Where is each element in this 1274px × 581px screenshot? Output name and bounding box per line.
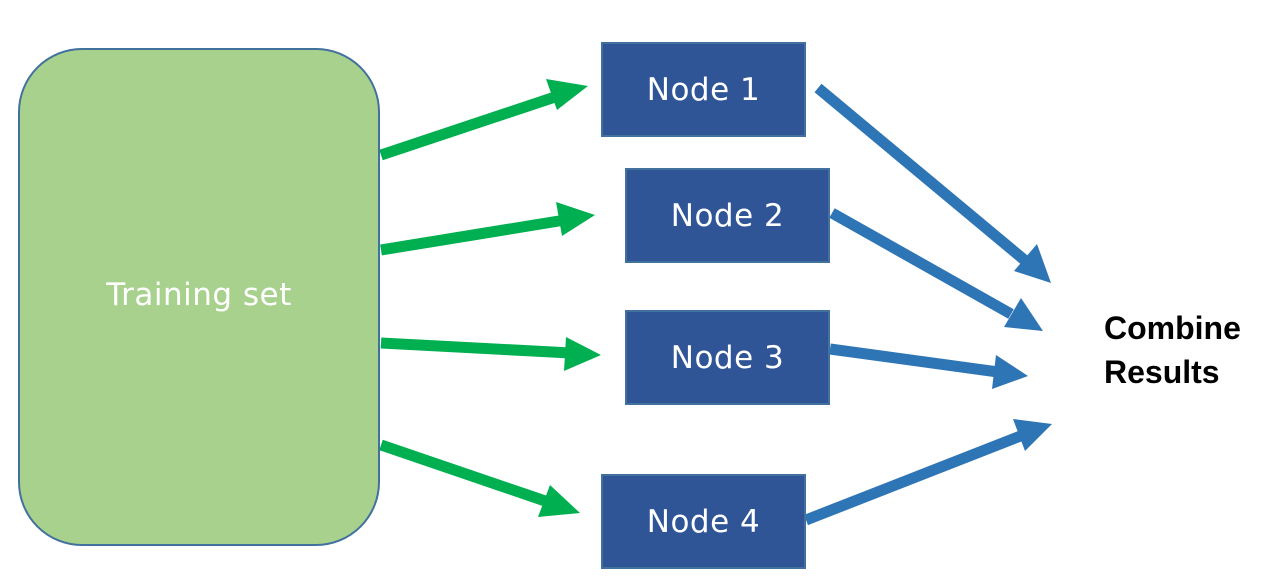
arrow-from-node-2 — [829, 208, 1014, 319]
arrow-to-node-4 — [379, 439, 553, 509]
output-arrows — [803, 83, 1052, 526]
node-2-label: Node 2 — [670, 197, 785, 234]
training-set-box: Training set — [18, 48, 380, 546]
arrowhead-node-3 — [564, 337, 601, 371]
node-4-box: Node 4 — [601, 474, 806, 569]
arrow-to-node-3 — [380, 337, 572, 359]
arrowhead-node-1 — [546, 79, 588, 110]
combine-results-label: Combine Results — [1104, 306, 1241, 394]
input-arrows — [379, 79, 601, 517]
arrow-to-node-1 — [379, 90, 560, 161]
arrow-from-node-3 — [829, 343, 999, 378]
training-set-label: Training set — [106, 277, 292, 313]
arrowhead-from-node-4 — [1013, 419, 1052, 451]
node-2-box: Node 2 — [625, 168, 830, 263]
arrow-from-node-4 — [803, 429, 1026, 526]
combine-line-1: Combine — [1104, 310, 1241, 346]
node-3-box: Node 3 — [625, 310, 830, 405]
arrowhead-from-node-1 — [1014, 244, 1051, 283]
arrow-from-node-1 — [814, 83, 1032, 268]
node-1-box: Node 1 — [601, 42, 806, 137]
arrow-to-node-2 — [380, 214, 566, 256]
arrowhead-node-4 — [538, 485, 580, 517]
node-3-label: Node 3 — [670, 339, 785, 376]
arrowhead-from-node-2 — [1004, 298, 1043, 331]
combine-line-2: Results — [1104, 354, 1220, 390]
arrowhead-from-node-3 — [992, 355, 1028, 389]
node-4-label: Node 4 — [646, 503, 761, 540]
node-1-label: Node 1 — [646, 71, 761, 108]
arrowhead-node-2 — [556, 202, 595, 236]
